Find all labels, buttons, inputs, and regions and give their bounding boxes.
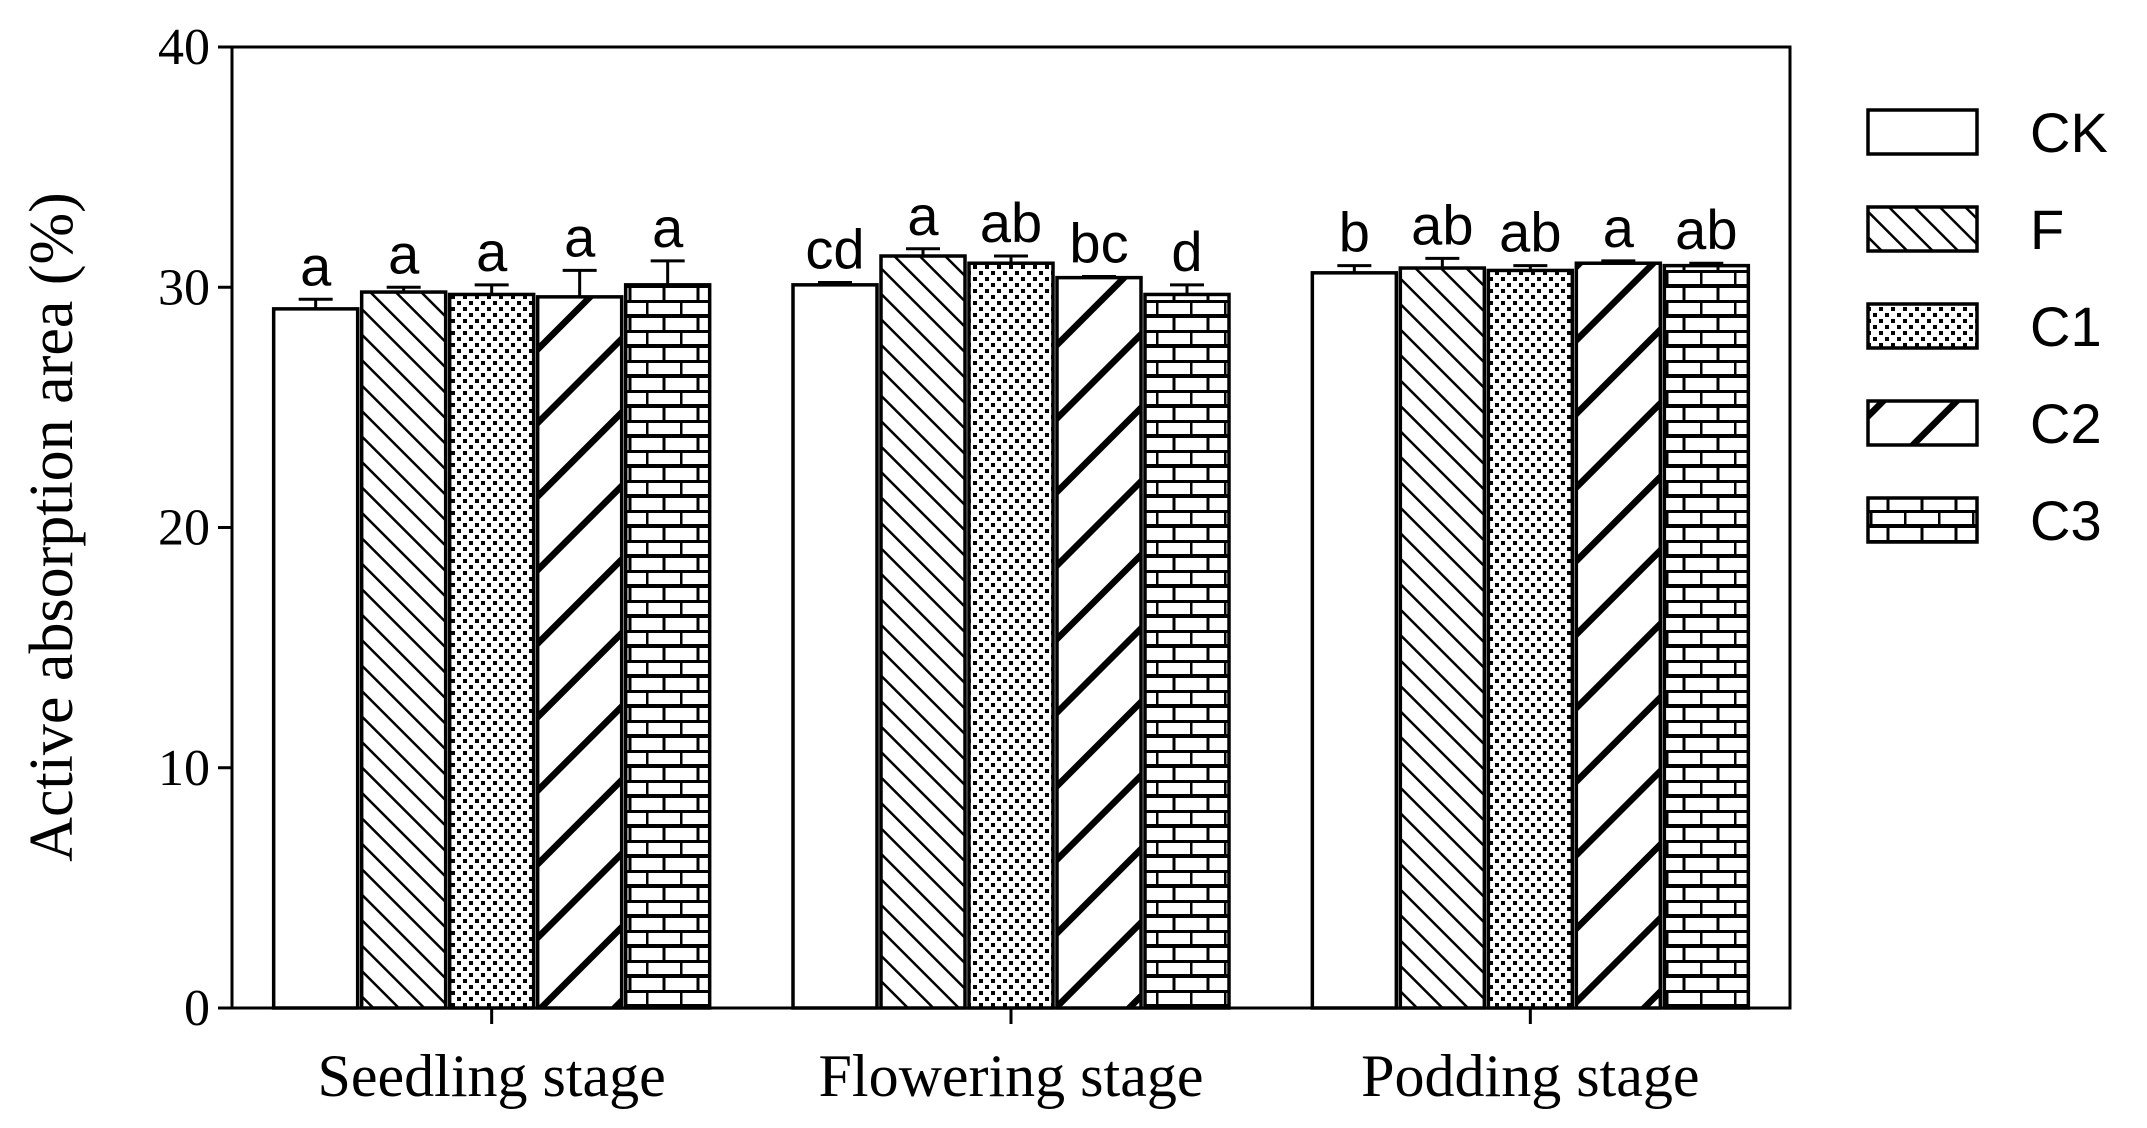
y-axis: 0 10 20 30 40 [158,19,232,1037]
bar-c1 [1486,268,1575,1010]
y-tick-label: 30 [158,259,210,316]
significance-label: a [476,220,508,283]
significance-label: ab [1675,198,1737,261]
legend-label-ck: CK [2030,101,2108,164]
bar-c1 [447,292,536,1010]
bar-f [1398,266,1487,1010]
legend-label-c2: C2 [2030,392,2102,455]
legend-swatch-c2 [1866,399,1979,447]
bar-ck [271,307,360,1010]
x-tick-label: Seedling stage [318,1043,666,1109]
significance-label: cd [805,217,864,280]
legend-label-c3: C3 [2030,489,2102,552]
bar-f [879,254,967,1010]
significance-label: b [1339,201,1370,264]
bar-c2 [1574,261,1663,1010]
legend-swatch-f [1866,205,1979,253]
y-tick-label: 0 [184,980,210,1037]
bar-c3 [1662,263,1751,1010]
legend-swatch-ck [1866,108,1979,156]
significance-label: ab [980,191,1042,254]
significance-label: a [388,222,420,285]
bar-c2 [1055,275,1143,1010]
x-axis: Seedling stage Flowering stage Podding sta… [318,1008,1699,1109]
y-tick-label: 40 [158,19,210,76]
significance-label: d [1171,220,1202,283]
bar-ck [1310,271,1399,1010]
bar-c1 [967,261,1055,1010]
significance-label: a [300,234,332,297]
significance-label: a [1603,196,1635,259]
legend-label-f: F [2030,198,2064,261]
x-tick-label: Flowering stage [819,1043,1204,1109]
bar-f [359,290,448,1010]
x-tick-label: Podding stage [1361,1043,1699,1109]
y-tick-label: 20 [158,500,210,557]
significance-label: ab [1411,193,1473,256]
y-axis-label: Active absorption area (%) [18,192,86,862]
legend-swatch-c3 [1866,496,1979,544]
significance-label: a [564,205,596,268]
bar-ck [791,283,879,1010]
bar-c3 [1143,292,1231,1010]
significance-label: bc [1069,211,1128,274]
bar-c3 [623,283,712,1010]
significance-label: a [652,196,684,259]
significance-label: a [907,184,939,247]
significance-label: ab [1499,201,1561,264]
y-tick-label: 10 [158,740,210,797]
legend-swatch-c1 [1866,302,1979,350]
legend-label-c1: C1 [2030,295,2102,358]
bar-c2 [535,295,624,1010]
